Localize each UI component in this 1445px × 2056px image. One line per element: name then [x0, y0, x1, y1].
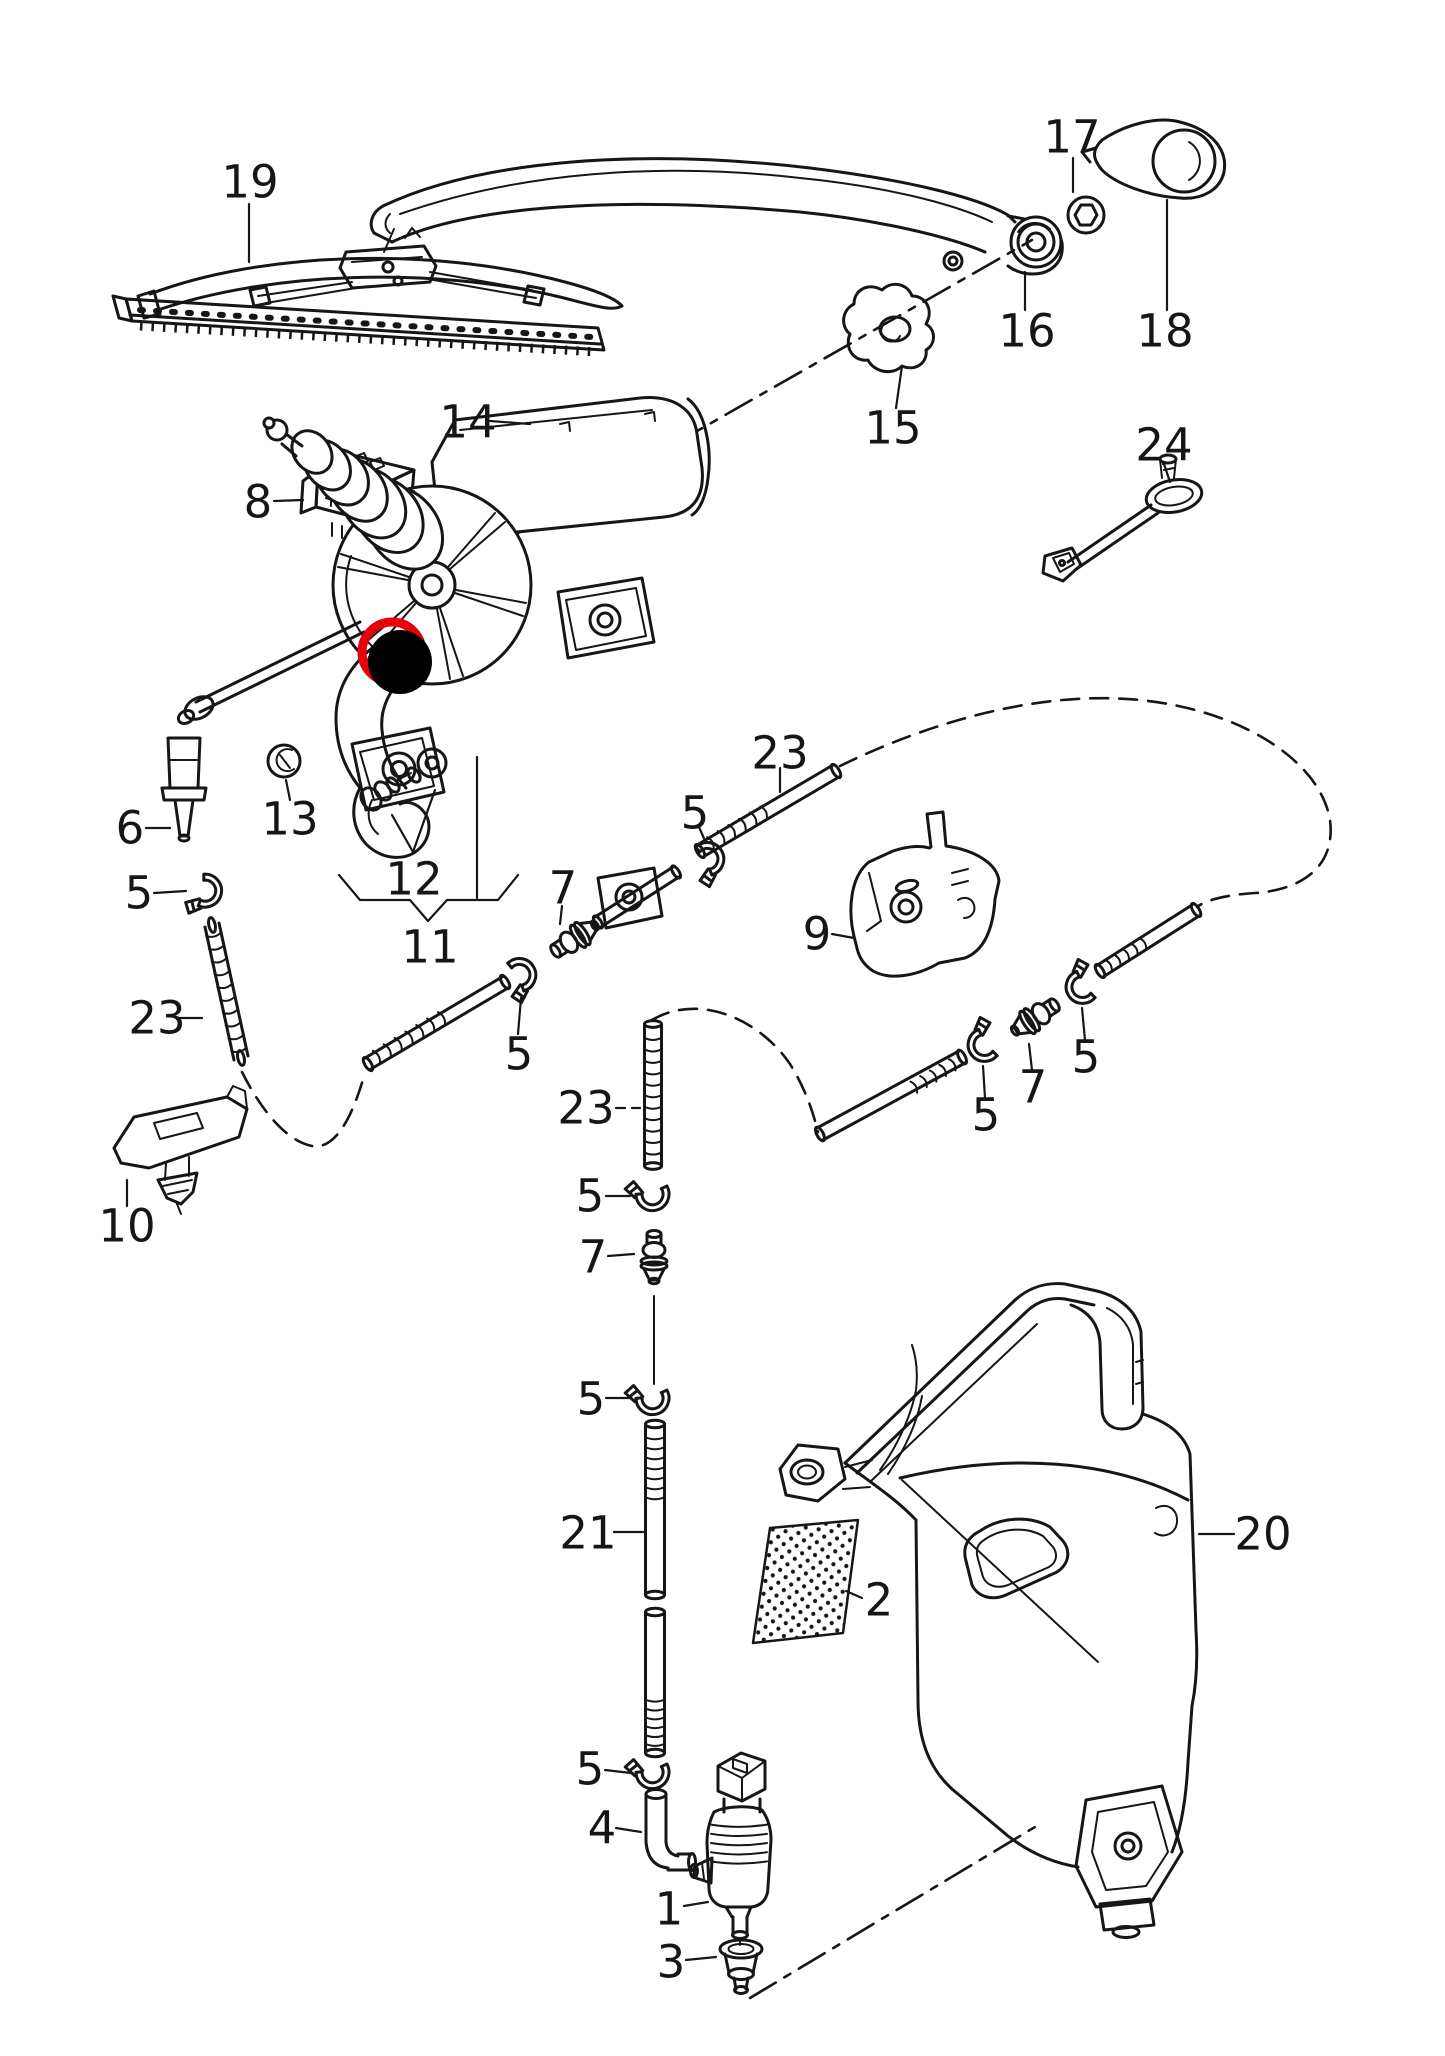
part-label-23-23: 23 [557, 1082, 614, 1135]
leader-line-15-4 [894, 364, 904, 410]
corrugation [710, 1823, 768, 1865]
wiper-blade [111, 228, 624, 357]
leader-line-5-28 [603, 1768, 633, 1775]
part-label-10-14: 10 [98, 1200, 155, 1253]
corrugation [706, 805, 768, 850]
part-label-3-31: 3 [657, 1936, 686, 1989]
part-label-5-22: 5 [972, 1089, 1001, 1142]
wiper-arm [369, 157, 1064, 276]
part-label-6-11: 6 [116, 802, 145, 855]
leader-line-24-7 [1162, 462, 1172, 484]
part-label-14-5: 14 [439, 396, 496, 449]
washer-hoses [203, 696, 1332, 1872]
part-label-4-29: 4 [588, 1802, 617, 1855]
corrugation [205, 931, 247, 1054]
part-label-23-18: 23 [751, 727, 808, 780]
junction-bracket [849, 810, 1001, 978]
shaft-grommet [842, 282, 935, 374]
part-label-19-0: 19 [221, 156, 278, 209]
corrugation [371, 1011, 447, 1064]
leader-line-7-21 [1027, 1042, 1034, 1072]
arm-nut [1066, 195, 1106, 235]
pump-grommet [718, 1938, 764, 1995]
part-label-5-24: 5 [576, 1170, 605, 1223]
part-label-5-20: 5 [1072, 1031, 1101, 1084]
marker-dot [368, 630, 432, 694]
bracket-brace-11 [337, 755, 520, 923]
hose-corrugations [205, 805, 1148, 1865]
sticker-patch [751, 1518, 860, 1645]
leader-line-14-5 [488, 419, 532, 426]
spray-nozzle [160, 695, 215, 843]
leader-line-13-8 [284, 778, 292, 802]
part-label-15-4: 15 [864, 402, 921, 455]
part-label-2-32: 2 [865, 1574, 894, 1627]
part-label-21-27: 21 [559, 1507, 616, 1560]
action-marker [357, 617, 432, 694]
leader-line-5-17 [697, 825, 708, 845]
leader-line-7-16 [558, 904, 564, 926]
part-label-23-13: 23 [128, 992, 185, 1045]
elbow-hose-4 [644, 1788, 697, 1872]
motor-shaft-nut [266, 743, 302, 779]
leader-line-5-15 [516, 996, 523, 1036]
part-label-5-17: 5 [681, 787, 710, 840]
washer-pump [689, 1751, 773, 1946]
part-label-18-3: 18 [1136, 305, 1193, 358]
install-axis-line [748, 1822, 1042, 2000]
part-label-1-30: 1 [655, 1883, 684, 1936]
part-label-11-10: 11 [401, 921, 458, 974]
leader-line-2-32 [844, 1589, 864, 1600]
part-label-17-1: 17 [1043, 111, 1100, 164]
cable-tie [1041, 453, 1204, 583]
washer-reservoir [778, 1282, 1199, 1939]
corrugation [644, 1436, 666, 1501]
corrugation [909, 1058, 957, 1094]
leader-line-7-25 [606, 1252, 636, 1258]
part-label-24-7: 24 [1135, 419, 1192, 472]
leader-line-1-30 [682, 1900, 710, 1908]
part-label-7-21: 7 [1019, 1061, 1048, 1114]
assembly-axis-line [476, 238, 1034, 558]
part-label-5-28: 5 [576, 1743, 605, 1796]
part-label-5-12: 5 [125, 867, 154, 920]
corrugation [1103, 937, 1148, 972]
arm-cap [1080, 118, 1227, 200]
part-label-7-25: 7 [579, 1231, 608, 1284]
part-label-13-8: 13 [261, 793, 318, 846]
leader-line-5-12 [152, 889, 188, 895]
part-label-8-6: 8 [244, 476, 273, 529]
corrugation [644, 1698, 666, 1747]
wiper-motor [194, 396, 711, 930]
leader-line-3-31 [684, 1955, 718, 1962]
leader-line-8-6 [272, 498, 305, 503]
part-label-9-19: 9 [803, 908, 832, 961]
corrugation [643, 1036, 663, 1156]
retaining-clip [112, 1085, 249, 1215]
part-label-5-15: 5 [505, 1028, 534, 1081]
leader-line-5-20 [1080, 1006, 1087, 1042]
leader-line-5-22 [981, 1064, 987, 1100]
part-label-12-9: 12 [385, 853, 442, 906]
part-label-5-26: 5 [577, 1373, 606, 1426]
leader-line-9-19 [830, 932, 856, 940]
part-label-7-16: 7 [549, 862, 578, 915]
part-label-20-33: 20 [1234, 1508, 1291, 1561]
leader-line-4-29 [614, 1826, 643, 1834]
part-label-16-2: 16 [998, 305, 1055, 358]
mount-grommets-12 [359, 747, 448, 854]
